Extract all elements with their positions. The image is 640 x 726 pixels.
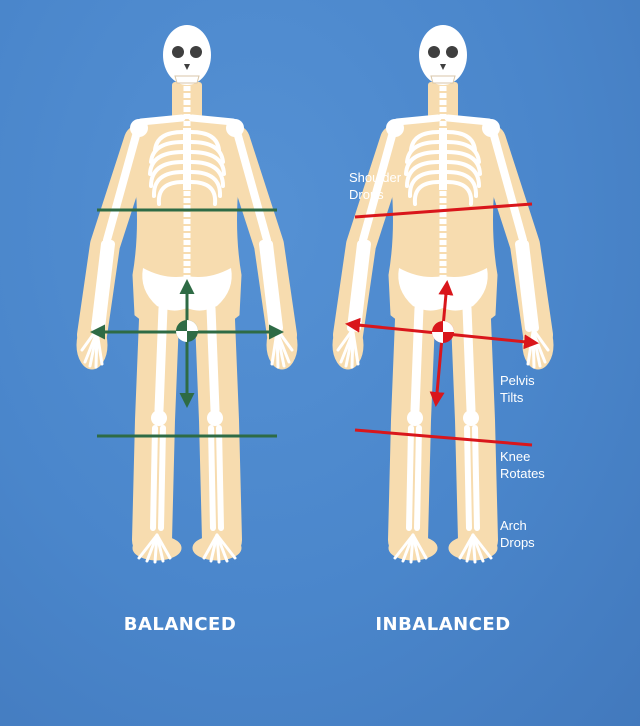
inbalanced-knee-line (354, 428, 533, 447)
annotation-knee-rotates: Knee Rotates (500, 448, 570, 482)
annotation-arch-line1: Arch (500, 518, 527, 533)
annotation-arch-line2: Drops (500, 535, 535, 550)
annotation-arch-drops: Arch Drops (500, 517, 570, 551)
inbalanced-spine-line (429, 280, 454, 407)
inbalanced-label: INBALANCED (375, 614, 511, 635)
annotation-pelvis-tilts: Pelvis Tilts (500, 372, 570, 406)
annotation-pelvis-line2: Tilts (500, 390, 524, 405)
balanced-lines (90, 208, 284, 438)
inbalanced-center-marker (432, 321, 454, 343)
annotation-knee-line1: Knee (500, 449, 531, 464)
annotation-pelvis-line1: Pelvis (500, 373, 535, 388)
annotation-shoulder-drops: Shoulder Drops (349, 169, 419, 203)
balanced-label: BALANCED (123, 614, 237, 635)
balanced-center-marker (176, 320, 198, 342)
annotation-shoulder-line1: Shoulder (349, 170, 402, 185)
annotation-knee-line2: Rotates (500, 466, 545, 481)
annotation-shoulder-line2: Drops (349, 187, 384, 202)
inbalanced-shoulder-line (354, 202, 533, 219)
